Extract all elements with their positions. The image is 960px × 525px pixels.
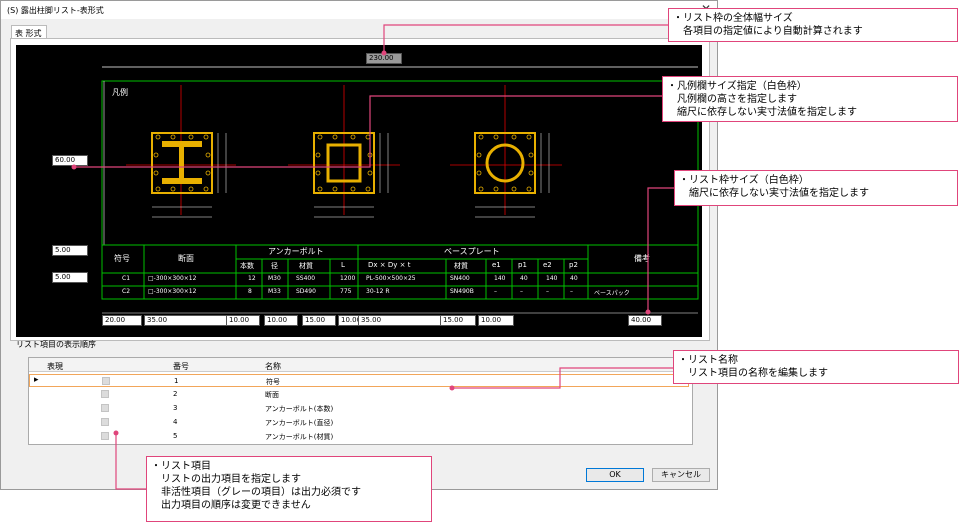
callout-frame-size: ・リスト枠サイズ（白色枠） 縮尺に依存しない実寸法値を指定します [674,170,958,206]
visible-checkbox[interactable] [102,377,110,385]
cad-cell: C2 [122,288,131,295]
list-item-row[interactable]: 2 断面 [29,388,689,401]
item-name[interactable]: 断面 [265,391,279,399]
cad-cell: C1 [122,275,131,282]
cad-cell: 140 [546,275,558,282]
list-item-row[interactable]: 5 アンカーボルト(材質) [29,430,689,443]
ok-button[interactable]: OK [586,468,644,482]
cad-cell: SN490B [450,288,474,295]
header-p2: p2 [569,261,578,269]
cad-cell: – [494,288,497,295]
header-e2: e2 [543,261,552,269]
window-title: (S) 露出柱脚リスト-表形式 [7,6,104,15]
cad-cell: 775 [340,288,352,295]
item-name[interactable]: アンカーボルト(本数) [265,405,334,413]
legend-label: 凡例 [112,88,128,97]
visible-checkbox[interactable] [101,404,109,412]
visible-checkbox[interactable] [101,432,109,440]
cad-cell: – [520,288,523,295]
item-name[interactable]: アンカーボルト(材質) [265,433,334,441]
list-order-group-label: リスト項目の表示順序 [16,340,96,349]
header-p1: p1 [518,261,527,269]
header-name[interactable]: 名称 [265,362,281,371]
cad-preview: 凡例 符号 断面 アンカーボルト ベースプレート 備考 本数 径 材質 L Dx… [16,45,702,337]
cad-cell: 40 [570,275,578,282]
cad-cell: 12 [248,275,256,282]
cad-cell: 40 [520,275,528,282]
row-height-field-2[interactable]: 5.00 [52,272,88,283]
list-item-row[interactable]: 3 アンカーボルト(本数) [29,402,689,415]
header-anchor: アンカーボルト [268,247,324,256]
header-baseplate: ベースプレート [444,247,500,256]
row-height-field-1[interactable]: 5.00 [52,245,88,256]
item-number: 4 [173,418,178,426]
legend-symbol-h [126,85,236,218]
cad-cell: 1200 [340,275,356,282]
overall-width-field[interactable]: 230.00 [366,53,402,64]
list-item-row[interactable]: ▸ 1 符号 [29,374,689,387]
tab-table-format[interactable]: 表 形式 [11,25,47,39]
legend-symbol-pipe [450,85,562,218]
item-number: 1 [174,377,179,385]
header-e1: e1 [492,261,501,269]
cad-cell: SD490 [296,288,316,295]
callout-list-item: ・リスト項目 リストの出力項目を指定します 非活性項目（グレーの項目）は出力必須… [146,456,432,522]
header-material: 材質 [299,262,313,270]
column-width-field[interactable]: 35.00 [358,315,446,326]
header-length: L [341,261,345,269]
visible-checkbox[interactable] [101,418,109,426]
row-selector-icon: ▸ [34,375,39,385]
header-dims: Dx × Dy × t [368,261,411,269]
item-number: 5 [173,432,178,440]
item-name[interactable]: 符号 [266,378,280,386]
cad-cell: □-300×300×12 [148,275,197,282]
legend-symbol-box [288,85,400,218]
column-width-field[interactable]: 15.00 [302,315,336,326]
cad-cell: – [546,288,549,295]
cad-cell: 8 [248,288,252,295]
header-number[interactable]: 番号 [173,362,189,371]
column-width-field[interactable]: 15.00 [440,315,476,326]
list-item-row[interactable]: 4 アンカーボルト(直径) [29,416,689,429]
column-width-field[interactable]: 35.00 [144,315,236,326]
column-width-field[interactable]: 40.00 [628,315,662,326]
item-number: 3 [173,404,178,412]
list-items-grid: 表現 番号 名称 ▸ 1 符号 2 断面 3 アンカーボルト(本数) 4 アンカーボルト(直径)… [28,357,694,445]
callout-list-name: ・リスト名称 リスト項目の名称を編集します [673,350,959,384]
callout-overall-width: ・リスト枠の全体幅サイズ 各項目の指定値により自動計算されます [668,8,958,42]
header-dia: 径 [271,262,278,270]
cad-cell: ベースパック [594,290,630,297]
header-mark: 符号 [114,254,130,263]
column-width-field[interactable]: 10.00 [226,315,260,326]
cad-cell: – [570,288,573,295]
cad-cell: PL-500×500×25 [366,275,416,282]
column-width-field[interactable]: 10.00 [478,315,514,326]
cad-cell: M33 [268,288,281,295]
cad-cell: 30-12 R [366,288,390,295]
header-visible[interactable]: 表現 [47,362,63,371]
header-note: 備考 [634,254,650,263]
cad-cell: □-300×300×12 [148,288,197,295]
column-width-field[interactable]: 20.00 [102,315,142,326]
column-width-field[interactable]: 10.00 [264,315,298,326]
cad-cell: SS400 [296,275,316,282]
cad-cell: M30 [268,275,281,282]
header-bp-material: 材質 [454,262,468,270]
grid-header: 表現 番号 名称 [29,358,694,372]
visible-checkbox[interactable] [101,390,109,398]
cad-cell: 140 [494,275,506,282]
cad-cell: SN400 [450,275,470,282]
title-bar: (S) 露出柱脚リスト-表形式 ✕ [1,1,717,19]
item-number: 2 [173,390,178,398]
header-count: 本数 [240,262,254,270]
item-name[interactable]: アンカーボルト(直径) [265,419,334,427]
cancel-button[interactable]: キャンセル [652,468,710,482]
callout-legend-size: ・凡例欄サイズ指定（白色枠） 凡例欄の高さを指定します 縮尺に依存しない実寸法値… [662,76,958,122]
header-section: 断面 [178,254,194,263]
legend-height-field[interactable]: 60.00 [52,155,88,166]
